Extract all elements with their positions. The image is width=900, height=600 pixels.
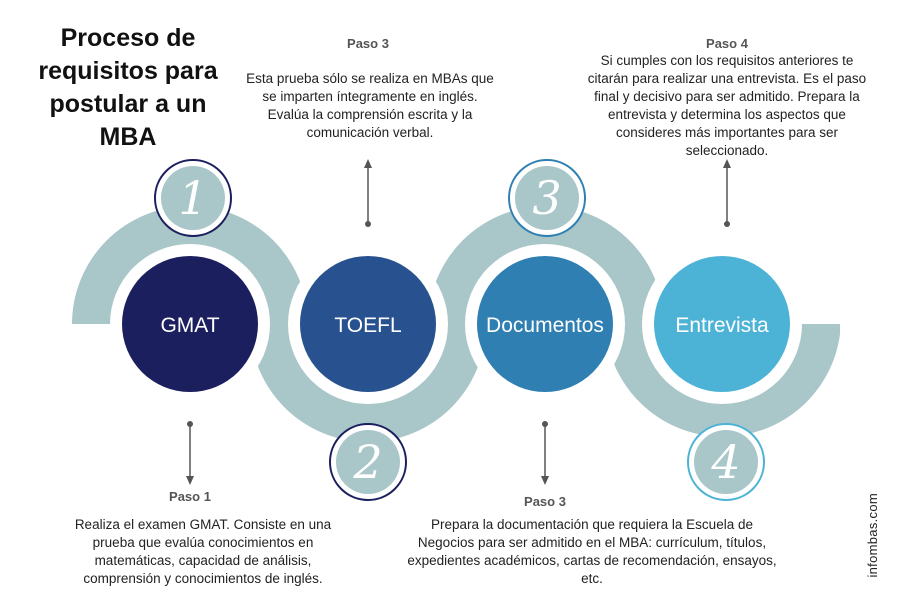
badge-number-4: 4 — [710, 435, 740, 489]
step-label-documentos: Paso 3 — [524, 494, 566, 509]
circle-toefl-fill — [300, 256, 436, 392]
circle-entrevista-fill — [654, 256, 790, 392]
badge-4 — [694, 430, 758, 494]
step-label-entrevista: Paso 4 — [706, 36, 748, 51]
badge-number-2: 2 — [352, 435, 382, 489]
description-documentos: Prepara la documentación que requiera la… — [407, 517, 777, 586]
arrow-documentos-down — [541, 421, 549, 485]
badge-number-3: 3 — [532, 171, 561, 225]
step-label-gmat: Paso 1 — [169, 489, 211, 504]
step-label-toefl: Paso 3 — [347, 36, 389, 51]
circle-documentos-fill — [477, 256, 613, 392]
description-gmat: Realiza el examen GMAT. Consiste en una … — [74, 517, 332, 586]
pointer-arrows — [186, 159, 731, 485]
circle-gmat-fill — [122, 256, 258, 392]
badge-3 — [515, 166, 579, 230]
arrow-toefl-up — [364, 159, 372, 227]
main-circles — [110, 244, 802, 404]
page-title: Proceso de requisitos para postular a un… — [38, 24, 218, 151]
description-toefl: Esta prueba sólo se realiza en MBAs que … — [246, 71, 494, 140]
label-gmat: GMAT — [160, 314, 219, 337]
arrow-entrevista-up — [723, 159, 731, 227]
label-documentos: Documentos — [486, 314, 604, 337]
badge-number-1: 1 — [178, 171, 207, 225]
badge-2 — [336, 430, 400, 494]
label-entrevista: Entrevista — [675, 314, 769, 337]
watermark: infombas.com — [865, 493, 880, 578]
label-toefl: TOEFL — [334, 314, 401, 337]
arrow-gmat-down — [186, 421, 194, 485]
number-badges — [154, 159, 765, 501]
badge-1 — [161, 166, 225, 230]
description-entrevista: Si cumples con los requisitos anteriores… — [587, 53, 867, 158]
